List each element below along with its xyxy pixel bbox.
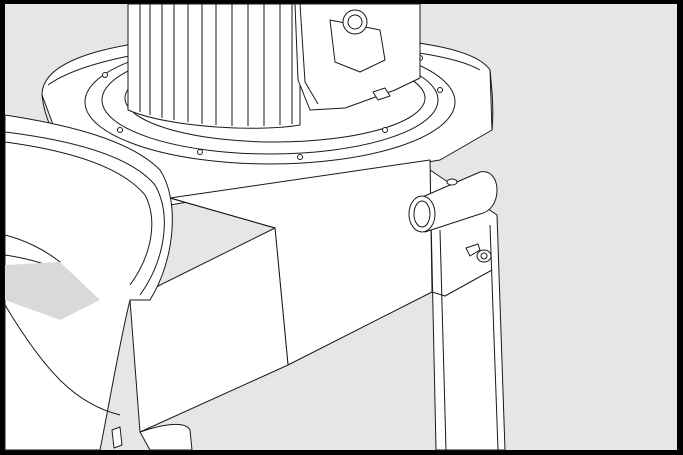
- motor-cooling-fins-icon: [139, 4, 293, 126]
- support-tube-icon: [408, 171, 498, 233]
- bolt-icon: [465, 243, 492, 263]
- set-screw-icon: [446, 178, 458, 186]
- motor-housing-icon: [127, 3, 301, 129]
- inlet-port-icon: [4, 114, 193, 451]
- bracket-panel-icon: [129, 159, 493, 433]
- switch-box-icon: [294, 3, 421, 111]
